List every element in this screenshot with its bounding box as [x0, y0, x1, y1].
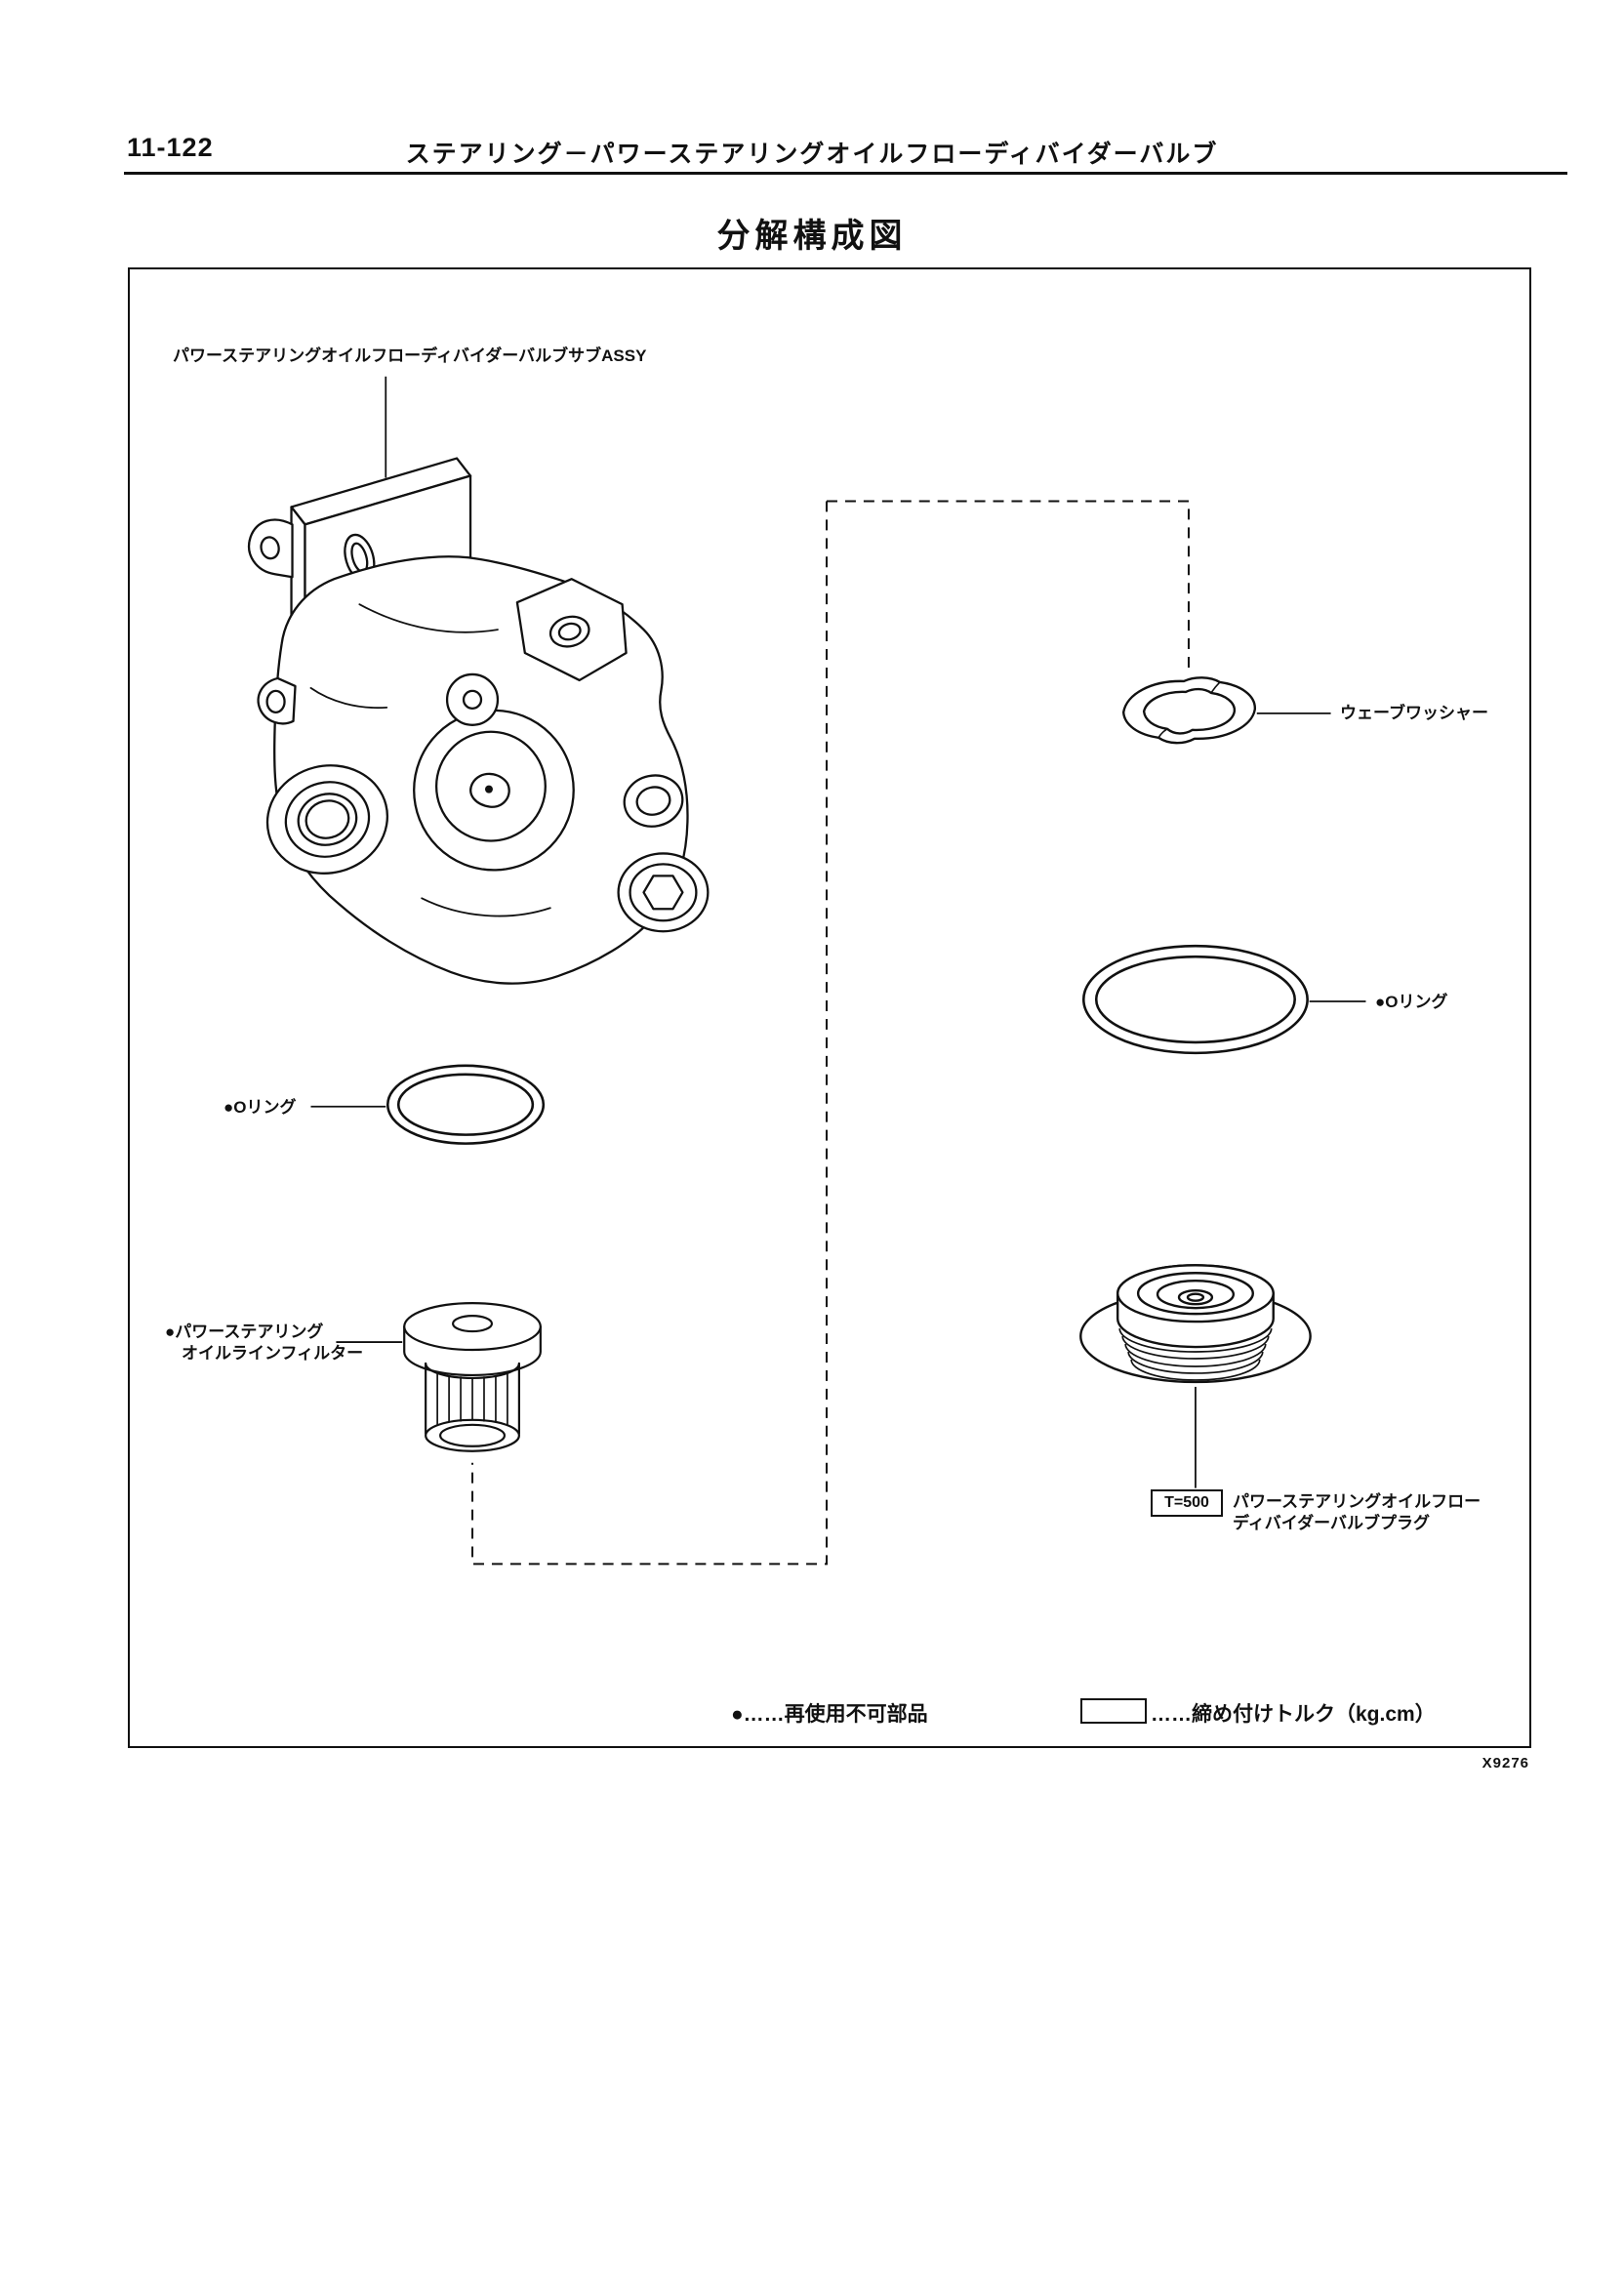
label-o-ring-left: ●Oリング — [223, 1098, 297, 1117]
page-title: ステアリング－パワーステアリングオイルフローディバイダーバルブ — [405, 141, 1219, 168]
plug-drawing — [1079, 1264, 1312, 1384]
page-number: 11-122 — [127, 133, 214, 162]
label-plug-line1: パワーステアリングオイルフロー — [1233, 1492, 1482, 1511]
label-filter: ●パワーステアリング オイルラインフィルター — [165, 1322, 363, 1364]
leader-lines — [310, 376, 1366, 1488]
o-ring-left-drawing — [386, 1064, 546, 1145]
legend-torque-note: ……締め付けトルク（kg.cm） — [1151, 1703, 1436, 1726]
exploded-diagram-panel: パワーステアリングオイルフローディバイダーバルブサブASSY ウェーブワッシャー… — [128, 267, 1531, 1748]
legend-torque-symbol — [1080, 1698, 1147, 1724]
figure-code: X9276 — [1482, 1755, 1529, 1771]
legend-non-reusable: ●……再使用不可部品 — [731, 1703, 928, 1726]
header-rule — [124, 172, 1567, 175]
label-filter-line1: ●パワーステアリング — [165, 1323, 324, 1341]
torque-spec-box: T=500 — [1151, 1489, 1223, 1517]
section-title: 分解構成図 — [716, 218, 908, 255]
filter-drawing — [403, 1302, 542, 1452]
assembly-dashed-lines — [471, 500, 1190, 1566]
wave-washer-drawing — [1121, 676, 1256, 745]
label-plug-line2: ディバイダーバルブプラグ — [1233, 1514, 1430, 1532]
exploded-diagram-drawing — [248, 376, 1366, 1566]
label-plug: パワーステアリングオイルフロー ディバイダーバルブプラグ — [1233, 1491, 1481, 1534]
label-o-ring-right: ●Oリング — [1375, 993, 1448, 1011]
o-ring-right-drawing — [1081, 944, 1309, 1055]
label-sub-assy: パワーステアリングオイルフローディバイダーバルブサブASSY — [173, 346, 647, 365]
valve-body-drawing — [248, 457, 710, 985]
label-filter-line2: オイルラインフィルター — [182, 1344, 364, 1363]
label-wave-washer: ウェーブワッシャー — [1340, 704, 1488, 722]
